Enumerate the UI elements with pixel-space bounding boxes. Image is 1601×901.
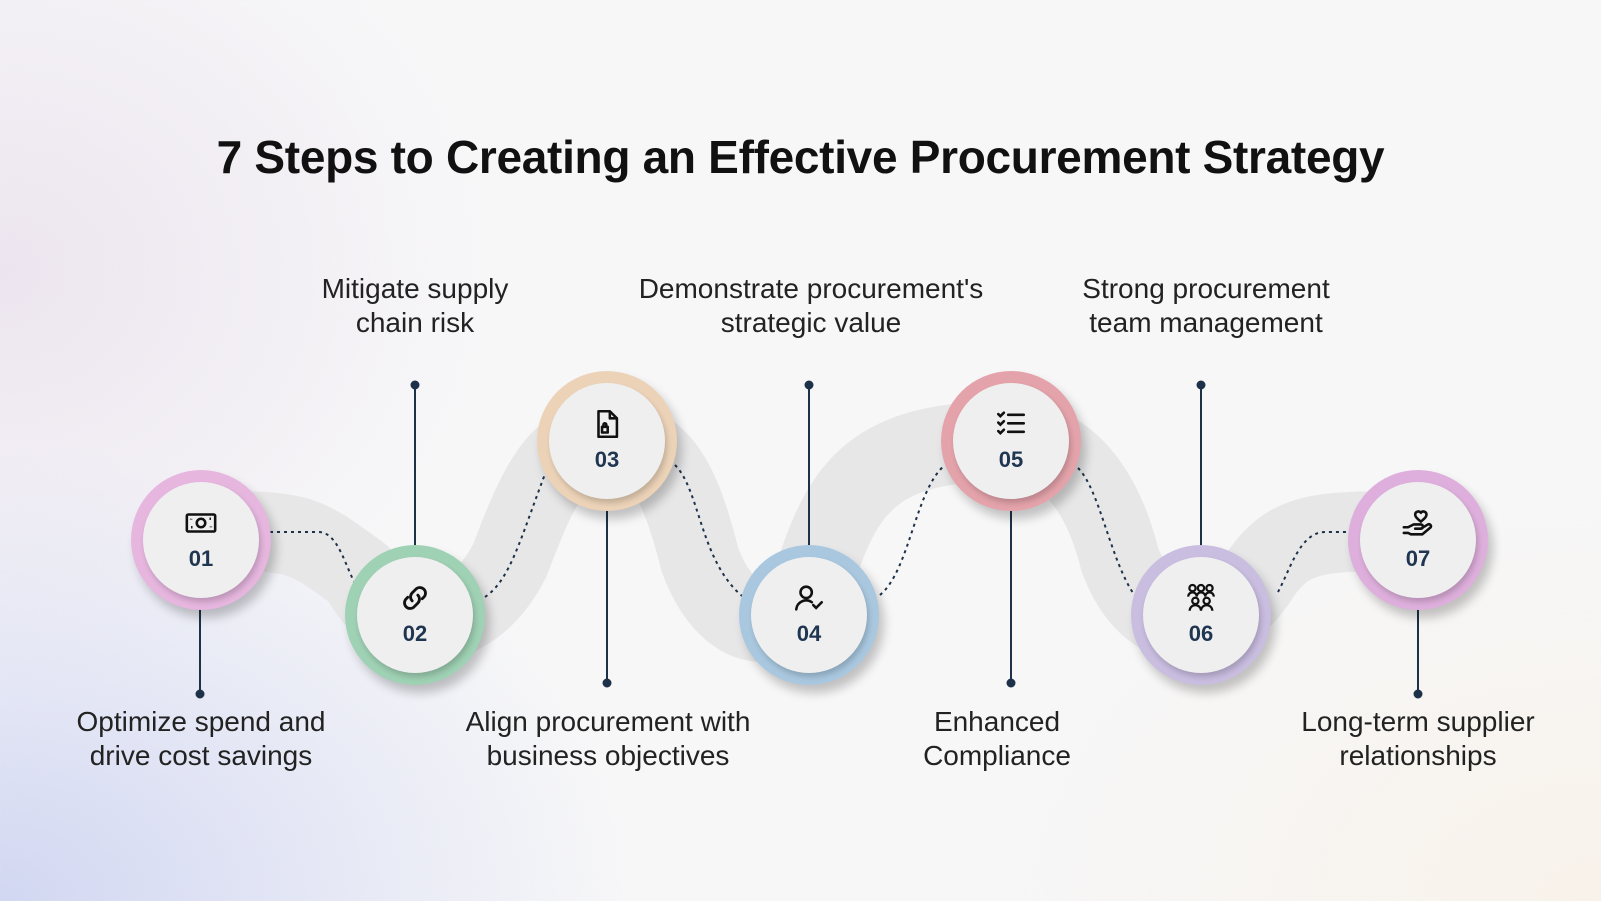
link-icon [403, 586, 427, 610]
step-number-07: 07 [1405, 546, 1431, 571]
road-dotted-link [1277, 531, 1350, 593]
step-label-07: Long-term supplier relationships [1301, 706, 1535, 771]
hand-heart-icon [1402, 510, 1433, 536]
connector-06 [1196, 380, 1206, 567]
step-number-06: 06 [1188, 621, 1214, 646]
step-node-01: 01 [131, 470, 271, 610]
connector-05 [1006, 494, 1016, 688]
step-node-07: 07 [1348, 470, 1488, 610]
step-number-04: 04 [796, 621, 822, 646]
step-node-02: 02 [345, 545, 485, 685]
step-label-05: Enhanced Compliance [923, 706, 1071, 771]
document-icon [597, 409, 619, 439]
page-title: 7 Steps to Creating an Effective Procure… [216, 131, 1385, 183]
team-icon [1187, 583, 1215, 611]
step-number-05: 05 [998, 447, 1024, 472]
step-node-03: 03 [537, 371, 677, 511]
step-label-04: Demonstrate procurement's strategic valu… [638, 273, 984, 338]
road-dotted-link [879, 464, 946, 596]
step-label-01: Optimize spend and drive cost savings [76, 706, 326, 771]
step-label-02: Mitigate supply chain risk [321, 273, 509, 338]
step-number-03: 03 [594, 447, 620, 472]
step-node-05: 05 [941, 371, 1081, 511]
road-dotted-link [1077, 467, 1136, 597]
connector-03 [602, 494, 612, 688]
step-node-04: 04 [739, 545, 879, 685]
connector-02 [410, 380, 420, 567]
money-bill-icon [185, 513, 217, 533]
step-label-03: Align procurement with business objectiv… [465, 706, 751, 771]
step-node-06: 06 [1131, 545, 1271, 685]
step-label-06: Strong procurement team management [1082, 273, 1330, 338]
step-number-01: 01 [188, 546, 214, 571]
user-check-icon [794, 585, 824, 611]
checklist-icon [996, 411, 1026, 436]
step-number-02: 02 [402, 621, 428, 646]
